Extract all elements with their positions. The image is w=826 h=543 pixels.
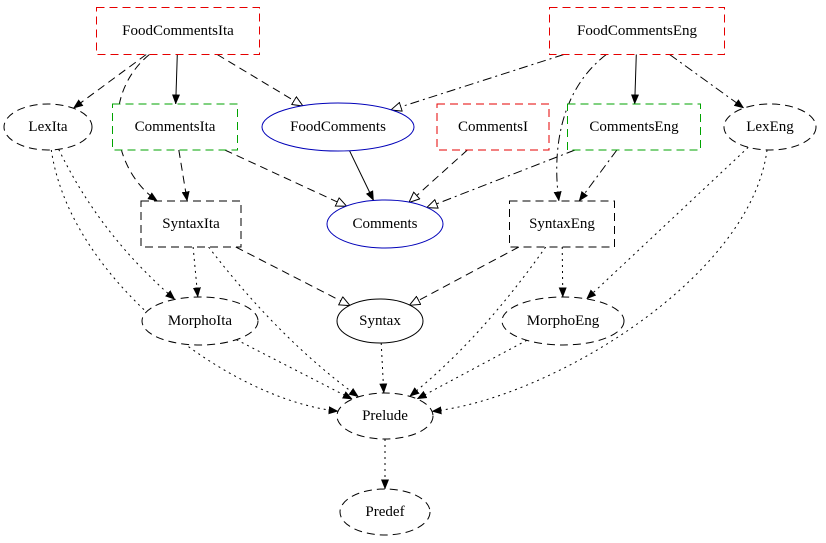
node-CommentsI: CommentsI — [436, 103, 550, 151]
edge-MorphoEng-to-Prelude — [416, 339, 528, 400]
node-shape — [336, 298, 424, 344]
node-Prelude: Prelude — [336, 392, 434, 440]
edge-SyntaxIta-to-Syntax — [235, 246, 350, 305]
node-Syntax: Syntax — [336, 298, 424, 344]
edge-FoodCommentsEng-to-CommentsEng — [631, 54, 640, 105]
node-shape — [501, 296, 625, 346]
node-label: Predef — [365, 504, 404, 520]
edge-MorphoIta-to-Prelude — [236, 339, 353, 400]
edge-CommentsI-to-Comments — [409, 149, 468, 202]
edge-CommentsEng-to-SyntaxEng — [578, 149, 618, 202]
node-SyntaxEng: SyntaxEng — [509, 200, 615, 248]
edge-CommentsEng-to-Comments — [427, 149, 576, 208]
edge-LexEng-to-Prelude — [431, 149, 768, 415]
node-FoodComments: FoodComments — [261, 102, 415, 152]
edge-FoodComments-to-Comments — [349, 150, 375, 201]
node-shape — [567, 103, 701, 151]
node-shape — [436, 103, 550, 151]
node-LexIta: LexIta — [3, 103, 93, 151]
node-SyntaxIta: SyntaxIta — [140, 200, 242, 248]
node-CommentsIta: CommentsIta — [112, 103, 238, 151]
edge-FoodCommentsIta-to-CommentsIta — [172, 54, 181, 105]
edge-SyntaxEng-to-MorphoEng — [558, 246, 567, 298]
node-shape — [549, 7, 725, 55]
edge-CommentsIta-to-Comments — [224, 149, 346, 206]
node-label: Syntax — [359, 313, 401, 329]
node-label: SyntaxIta — [162, 216, 220, 232]
node-LexEng: LexEng — [723, 103, 817, 151]
edge-LexEng-to-MorphoEng — [586, 146, 749, 300]
node-label: FoodCommentsEng — [577, 23, 698, 39]
node-shape — [336, 392, 434, 440]
edge-LexIta-to-Prelude — [50, 149, 339, 415]
node-FoodCommentsEng: FoodCommentsEng — [549, 7, 725, 55]
node-label: LexIta — [28, 119, 67, 135]
edges-layer — [50, 54, 768, 490]
node-MorphoIta: MorphoIta — [141, 296, 259, 346]
node-shape — [140, 200, 242, 248]
edge-FoodCommentsEng-to-LexEng — [669, 54, 745, 109]
edge-SyntaxIta-to-MorphoIta — [192, 246, 201, 298]
node-Predef: Predef — [339, 488, 431, 536]
node-label: CommentsEng — [589, 119, 679, 135]
node-shape — [261, 102, 415, 152]
node-shape — [141, 296, 259, 346]
edge-FoodCommentsIta-to-FoodComments — [216, 54, 302, 106]
node-Comments: Comments — [326, 199, 444, 249]
node-label: MorphoEng — [527, 313, 600, 329]
node-label: SyntaxEng — [529, 216, 595, 232]
node-shape — [3, 103, 93, 151]
node-shape — [723, 103, 817, 151]
node-label: CommentsI — [458, 119, 528, 135]
node-FoodCommentsIta: FoodCommentsIta — [96, 7, 260, 55]
edge-SyntaxEng-to-Syntax — [410, 246, 520, 305]
node-CommentsEng: CommentsEng — [567, 103, 701, 151]
edge-FoodCommentsIta-to-SyntaxIta — [117, 54, 158, 202]
node-shape — [509, 200, 615, 248]
node-label: Prelude — [362, 408, 408, 424]
edge-CommentsIta-to-SyntaxIta — [178, 149, 190, 202]
node-label: CommentsIta — [135, 119, 216, 135]
edge-FoodCommentsIta-to-LexIta — [72, 54, 147, 109]
node-shape — [96, 7, 260, 55]
node-shape — [339, 488, 431, 536]
edge-FoodCommentsEng-to-FoodComments — [391, 54, 564, 110]
node-label: FoodCommentsIta — [122, 23, 234, 39]
edge-SyntaxEng-to-Prelude — [409, 246, 547, 397]
node-label: MorphoIta — [168, 313, 232, 329]
edge-FoodCommentsEng-to-SyntaxEng — [553, 54, 607, 202]
node-shape — [326, 199, 444, 249]
node-label: Comments — [352, 216, 417, 232]
node-shape — [112, 103, 238, 151]
node-MorphoEng: MorphoEng — [501, 296, 625, 346]
edge-Syntax-to-Prelude — [379, 342, 388, 394]
node-label: LexEng — [746, 119, 794, 135]
node-label: FoodComments — [290, 119, 386, 135]
